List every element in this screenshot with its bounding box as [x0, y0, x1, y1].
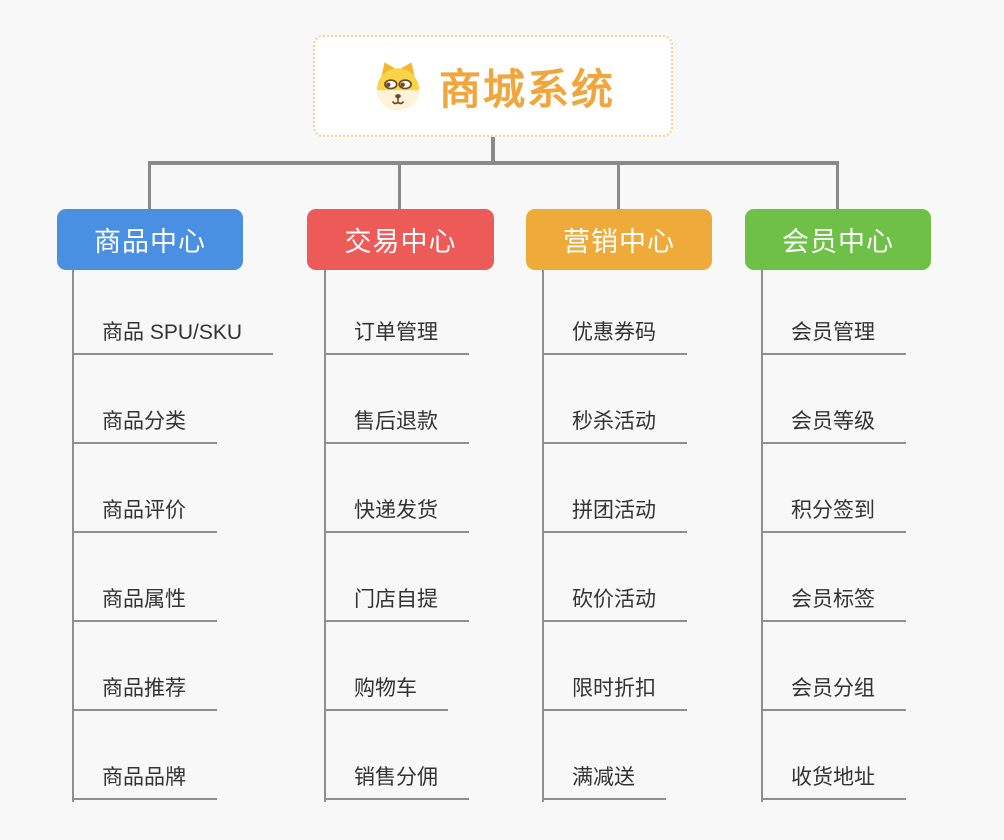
leaf-label: 优惠券码: [572, 321, 656, 344]
leaf-label: 商品推荐: [102, 677, 186, 700]
branch-trunk-marketing: [542, 270, 544, 802]
leaf-node[interactable]: 限时折扣: [542, 671, 687, 711]
leaf-node[interactable]: 商品评价: [72, 493, 217, 533]
leaf-node[interactable]: 拼团活动: [542, 493, 687, 533]
leaf-label: 购物车: [354, 677, 417, 700]
branch-trunk-member: [761, 270, 763, 802]
leaf-label: 订单管理: [354, 321, 438, 344]
leaf-node[interactable]: 秒杀活动: [542, 404, 687, 444]
dog-icon: [376, 62, 420, 111]
leaf-label: 秒杀活动: [572, 410, 656, 433]
leaf-node[interactable]: 门店自提: [324, 582, 469, 622]
root-node[interactable]: 商城系统: [313, 35, 673, 137]
leaf-node[interactable]: 商品推荐: [72, 671, 217, 711]
leaf-node[interactable]: 销售分佣: [324, 760, 469, 800]
leaf-label: 收货地址: [791, 766, 875, 789]
leaf-node[interactable]: 积分签到: [761, 493, 906, 533]
leaf-node[interactable]: 订单管理: [324, 315, 469, 355]
leaf-node[interactable]: 会员等级: [761, 404, 906, 444]
leaf-label: 砍价活动: [572, 588, 656, 611]
connector-root-drop: [491, 136, 495, 163]
leaf-node[interactable]: 会员分组: [761, 671, 906, 711]
leaf-node[interactable]: 商品分类: [72, 404, 217, 444]
leaf-label: 门店自提: [354, 588, 438, 611]
leaf-node[interactable]: 砍价活动: [542, 582, 687, 622]
leaf-node[interactable]: 会员标签: [761, 582, 906, 622]
leaf-label: 会员管理: [791, 321, 875, 344]
leaf-label: 销售分佣: [354, 766, 438, 789]
leaf-node[interactable]: 收货地址: [761, 760, 906, 800]
branch-marketing-center[interactable]: 营销中心: [526, 209, 712, 270]
root-title: 商城系统: [438, 65, 615, 113]
leaf-label: 限时折扣: [572, 677, 656, 700]
leaf-label: 会员标签: [791, 588, 875, 611]
leaf-label: 商品评价: [102, 499, 186, 522]
connector-drop-trade: [398, 163, 401, 209]
branch-trade-center[interactable]: 交易中心: [307, 209, 494, 270]
leaf-node[interactable]: 快递发货: [324, 493, 469, 533]
leaf-node[interactable]: 优惠券码: [542, 315, 687, 355]
connector-bus-line: [148, 161, 839, 165]
leaf-node[interactable]: 商品品牌: [72, 760, 217, 800]
leaf-label: 商品分类: [102, 410, 186, 433]
leaf-node[interactable]: 满减送: [542, 760, 666, 800]
leaf-label: 商品品牌: [102, 766, 186, 789]
leaf-node[interactable]: 商品 SPU/SKU: [72, 315, 274, 355]
connector-drop-marketing: [617, 163, 620, 209]
leaf-label: 售后退款: [354, 410, 438, 433]
leaf-label: 商品 SPU/SKU: [102, 321, 243, 344]
branch-trunk-product: [72, 270, 74, 802]
branch-member-center[interactable]: 会员中心: [745, 209, 931, 270]
leaf-label: 满减送: [572, 766, 635, 789]
leaf-node[interactable]: 会员管理: [761, 315, 906, 355]
connector-drop-member: [836, 163, 839, 209]
leaf-label: 商品属性: [102, 588, 186, 611]
leaf-label: 快递发货: [354, 499, 438, 522]
connector-drop-product: [148, 163, 151, 209]
leaf-label: 拼团活动: [572, 499, 656, 522]
branch-product-center[interactable]: 商品中心: [57, 209, 243, 270]
leaf-label: 会员分组: [791, 677, 875, 700]
branch-trunk-trade: [324, 270, 326, 802]
leaf-node[interactable]: 购物车: [324, 671, 448, 711]
leaf-label: 会员等级: [791, 410, 875, 433]
leaf-node[interactable]: 售后退款: [324, 404, 469, 444]
leaf-node[interactable]: 商品属性: [72, 582, 217, 622]
leaf-label: 积分签到: [791, 499, 875, 522]
